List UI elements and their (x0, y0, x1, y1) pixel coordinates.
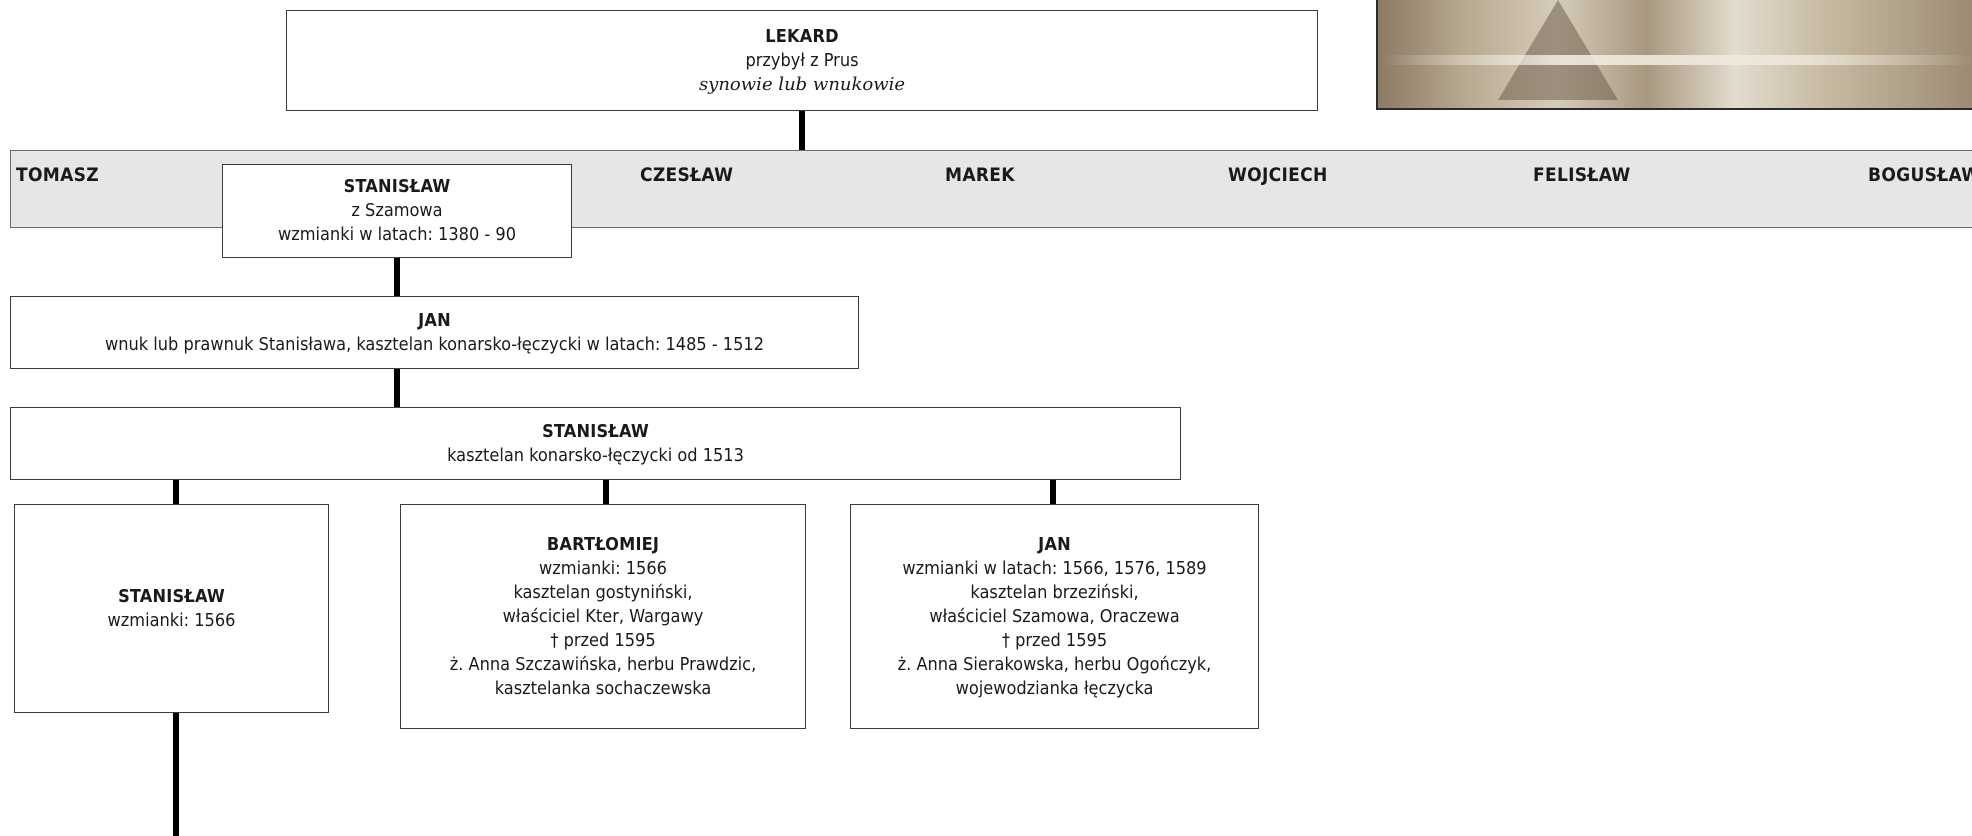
child3-line-5: ż. Anna Sierakowska, herbu Ogończyk, (897, 653, 1212, 675)
connector-stanislaw1-jan (394, 258, 400, 296)
child3-line-6: wojewodzianka łęczycka (955, 677, 1154, 699)
person-bartlomiej: BARTłOMIEJ wzmianki: 1566 kasztelan gost… (400, 504, 806, 729)
person-stanislaw-child: STANISłAW wzmianki: 1566 (14, 504, 329, 713)
jan1-name: JAN (418, 309, 451, 331)
child2-name: BARTłOMIEJ (546, 533, 660, 555)
child1-line-1: wzmianki: 1566 (107, 609, 236, 631)
root-origin: przybył z Prus (745, 49, 859, 71)
child2-line-2: kasztelan gostyniński, (513, 581, 693, 603)
connector-child1-down (173, 713, 179, 836)
child2-line-5: ż. Anna Szczawińska, herbu Prawdzic, (449, 653, 757, 675)
stanislaw2-description: kasztelan konarsko-łęczycki od 1513 (447, 444, 744, 466)
stanislaw2-name: STANISŁAW (542, 420, 649, 442)
band-name-czeslaw: CZESłAW (640, 164, 734, 186)
jan1-description: wnuk lub prawnuk Stanisława, kasztelan k… (104, 333, 765, 355)
sepia-photo (1376, 0, 1972, 110)
connector-root-band (799, 111, 805, 152)
person-jan-child: JAN wzmianki w latach: 1566, 1576, 1589 … (850, 504, 1259, 729)
photo-streak (1378, 55, 1972, 65)
child2-line-1: wzmianki: 1566 (539, 557, 667, 579)
child2-line-3: właściciel Kter, Wargawy (502, 605, 704, 627)
root-person-lekard: LEKARD przybył z Prus synowie lub wnukow… (286, 10, 1318, 111)
root-note: synowie lub wnukowie (698, 73, 906, 95)
stanislaw1-name: STANISłAW (343, 176, 451, 197)
stanislaw1-origin: z Szamowa (351, 200, 443, 221)
child2-line-6: kasztelanka sochaczewska (494, 677, 712, 699)
band-name-wojciech: WOJCIECH (1228, 164, 1328, 186)
person-stanislaw-z-szamowa: STANISłAW z Szamowa wzmianki w latach: 1… (222, 164, 572, 258)
band-name-boguslaw: BOGUSłAW (1868, 164, 1972, 186)
connector-to-child-2 (603, 480, 609, 504)
photo-roof-shape (1498, 0, 1618, 100)
connector-jan-stanislaw2 (394, 369, 400, 407)
child1-name: STANISłAW (118, 585, 225, 607)
child3-line-3: właściciel Szamowa, Oraczewa (929, 605, 1180, 627)
person-stanislaw-kasztelan: STANISŁAW kasztelan konarsko-łęczycki od… (10, 407, 1181, 480)
band-name-tomasz: TOMASZ (16, 164, 99, 186)
person-jan-kasztelan: JAN wnuk lub prawnuk Stanisława, kasztel… (10, 296, 859, 369)
child3-line-1: wzmianki w latach: 1566, 1576, 1589 (902, 557, 1207, 579)
band-name-marek: MAREK (945, 164, 1015, 186)
root-name: LEKARD (765, 25, 839, 47)
band-name-felislaw: FELISłAW (1533, 164, 1631, 186)
connector-to-child-1 (173, 480, 179, 504)
connector-to-child-3 (1050, 480, 1056, 504)
stanislaw1-mentions: wzmianki w latach: 1380 - 90 (277, 224, 516, 245)
child3-line-2: kasztelan brzeziński, (970, 581, 1139, 603)
child3-line-4: † przed 1595 (1001, 629, 1108, 651)
child2-line-4: † przed 1595 (550, 629, 656, 651)
child3-name: JAN (1038, 533, 1071, 555)
